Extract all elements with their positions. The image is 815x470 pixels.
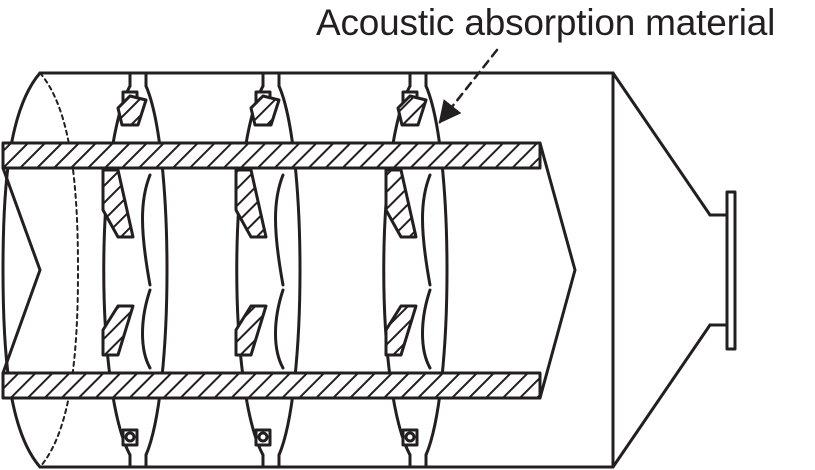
inner-tube-bottom-wall <box>1 371 542 400</box>
baffle-ring-3 <box>382 71 449 469</box>
absorption-wedge <box>101 304 135 357</box>
absorption-wedge <box>234 304 268 357</box>
inner-tube <box>1 141 577 400</box>
outlet-cone <box>611 71 737 469</box>
absorption-wedge <box>384 304 418 357</box>
absorption-wedge <box>101 168 135 239</box>
inner-tube-top-wall <box>1 141 542 170</box>
absorption-wedge <box>384 168 418 239</box>
absorption-wedges <box>101 94 428 357</box>
baffle-ring-2 <box>235 71 302 469</box>
baffle-ring-1 <box>102 71 169 469</box>
absorption-ring-section <box>249 94 281 127</box>
outer-shell <box>1 71 615 469</box>
callout-arrow <box>438 48 499 124</box>
outlet-flange <box>725 190 737 351</box>
absorption-wedge <box>234 168 268 239</box>
acoustic-absorption-material-label: Acoustic absorption material <box>316 2 776 43</box>
absorption-ring-section <box>116 94 148 127</box>
absorption-ring-section <box>396 94 428 127</box>
